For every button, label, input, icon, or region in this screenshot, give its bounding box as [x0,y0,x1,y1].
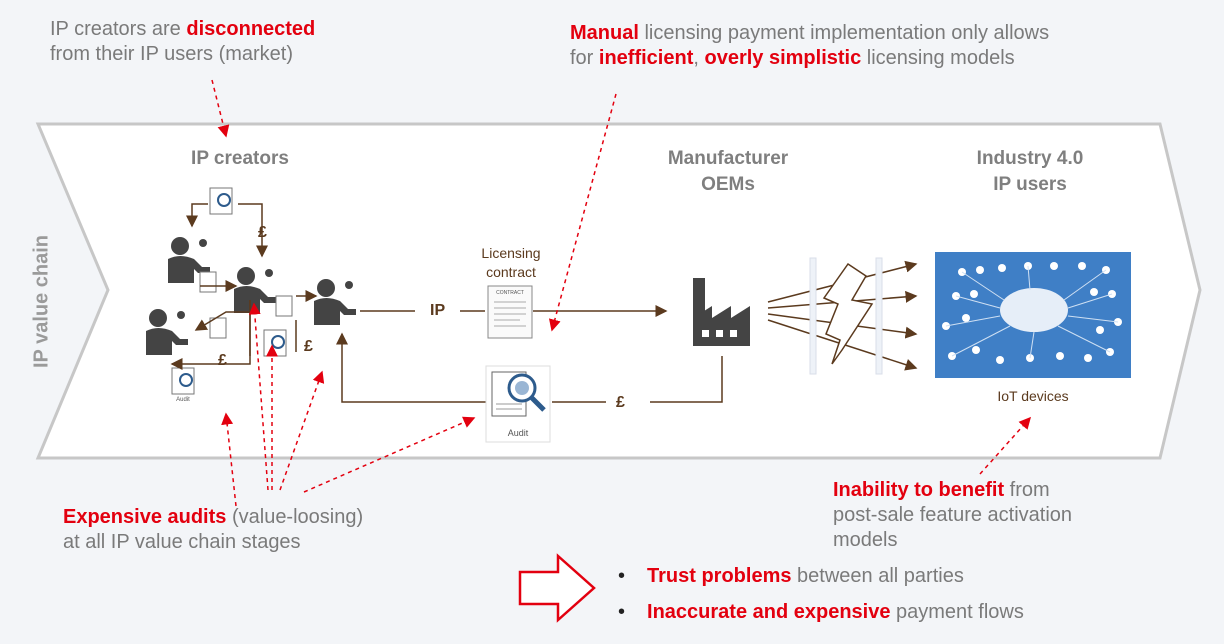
callout-arrows [211,79,1031,507]
licensing-line1: Licensing [481,245,541,261]
callout-br-post1: from [1004,479,1050,501]
callout-tr-mid2: , [693,47,705,69]
value-chain-label: IP value chain [30,234,53,369]
callout-tr-mid1: licensing payment implementation only al… [638,22,1050,44]
value-chain-chevron [35,122,1202,460]
factory-icon [693,278,750,346]
callout-tl-post: from their IP users (market) [50,43,294,65]
manufacturer-line1: Manufacturer [667,148,789,169]
callout-br-line3: models [833,529,898,551]
callout-br-red: Inability to benefit [833,479,1005,501]
audit-label: Audit [507,428,529,438]
small-audit-icons [171,187,287,395]
callout-tl-pre: IP creators are [50,18,187,40]
audit-icon-large [485,365,551,443]
bullet-item: •Trust problems between all parties [618,565,964,587]
document-icons [199,271,293,339]
contract-doc-title: CONTRACT [496,290,524,296]
bullet-1-red: Inaccurate and expensive [647,601,891,623]
licensing-line2: contract [486,264,536,280]
stage-title-creators: IP creators [191,148,289,169]
callout-bl-line2: at all IP value chain stages [63,531,301,553]
callout-tr-red2: inefficient [598,47,694,69]
ip-label: IP [430,302,446,319]
callout-tr-red3: overly simplistic [704,47,862,69]
callout-inability: Inability to benefit from post-sale feat… [833,478,1133,553]
person-icon-4 [314,279,356,325]
audit-small-label: Audit [176,397,190,403]
callout-bl-red: Expensive audits [63,506,227,528]
bullet-0-rest: between all parties [791,565,964,587]
money-return-arrow [336,332,486,403]
pound-label-2: £ [304,338,313,355]
creator-flows [170,203,318,370]
manufacturer-line2: OEMs [701,174,755,195]
contract-document-icon [487,285,533,339]
iot-devices-label: IoT devices [997,388,1069,404]
pound-label-3: £ [218,352,227,369]
person-icon-3 [146,309,188,355]
conclusion-bullets: •Trust problems between all parties •Ina… [618,558,1138,630]
bullet-1-rest: payment flows [890,601,1024,623]
callout-manual: Manual licensing payment implementation … [570,21,1130,71]
callout-tr-post2: licensing models [861,47,1015,69]
stage-title-manufacturer: Manufacturer OEMs [628,146,828,198]
industry-line1: Industry 4.0 [976,148,1084,169]
iot-panel [935,252,1131,378]
callout-tr-red1: Manual [570,22,639,44]
lightbulb-icons [177,239,353,319]
callout-br-line2: post-sale feature activation [833,504,1073,526]
callout-expensive-audits: Expensive audits (value-loosing) at all … [63,505,423,555]
callout-tr-pre2: for [570,47,599,69]
ip-creator-person-icons [146,237,356,355]
callout-bl-post1: (value-loosing) [226,506,364,528]
callout-disconnected: IP creators are disconnected from their … [50,17,410,67]
industry-line2: IP users [993,174,1067,195]
person-icon-2 [234,267,276,313]
bullet-item: •Inaccurate and expensive payment flows [618,601,1024,623]
pound-label-1: £ [258,224,267,241]
bullet-0-red: Trust problems [647,565,792,587]
pound-label-return: £ [616,394,625,411]
licensing-contract-label: Licensing contract [466,244,556,282]
person-icon-1 [168,237,210,283]
callout-tl-red: disconnected [186,18,316,40]
barrier-lightning-icon [809,257,883,375]
conclusion-arrow-icon [518,553,596,623]
stage-title-industry: Industry 4.0 IP users [930,146,1130,198]
